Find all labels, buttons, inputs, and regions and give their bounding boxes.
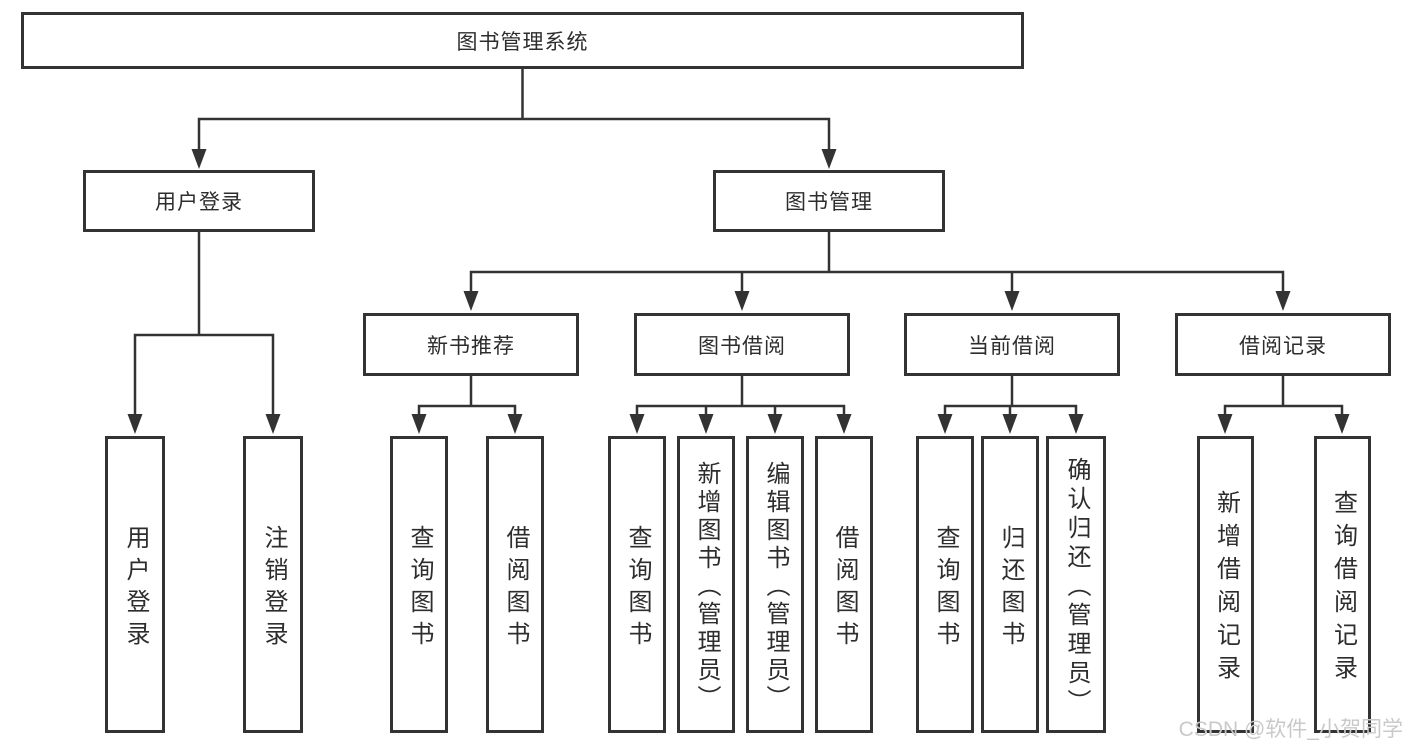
leaf-confirm-return-admin-label: 确认归还（管理员） <box>1063 456 1090 718</box>
leaf-logout: 注销登录 <box>243 436 303 733</box>
connector-root-to-level2 <box>197 67 831 154</box>
leaf-query-borrow-record: 查询借阅记录 <box>1314 436 1371 733</box>
leaf-user-login: 用户登录 <box>105 436 165 733</box>
node-borrow-records: 借阅记录 <box>1175 313 1391 376</box>
node-current-borrow-label: 当前借阅 <box>968 334 1056 358</box>
leaf-borrow-query-books-label: 查询图书 <box>624 524 651 653</box>
arrowheads-book-borrow-children <box>629 414 852 434</box>
leaf-edit-books-admin-label: 编辑图书（管理员） <box>762 460 789 713</box>
leaf-return-books-label: 归还图书 <box>997 524 1024 653</box>
leaf-current-query-books: 查询图书 <box>916 436 974 733</box>
leaf-borrow-books: 借阅图书 <box>815 436 873 733</box>
leaf-return-books: 归还图书 <box>981 436 1039 733</box>
leaf-add-books-admin-label: 新增图书（管理员） <box>693 460 720 713</box>
node-library-system-label: 图书管理系统 <box>456 30 589 54</box>
arrowheads-borrow-records-children <box>1217 414 1350 434</box>
node-library-system: 图书管理系统 <box>21 12 1024 69</box>
leaf-add-books-admin: 新增图书（管理员） <box>677 436 735 733</box>
connector-current-borrow-children <box>943 374 1078 419</box>
leaf-current-query-books-label: 查询图书 <box>932 524 959 653</box>
leaf-query-borrow-record-label: 查询借阅记录 <box>1329 490 1357 688</box>
connector-borrow-records-children <box>1223 374 1344 419</box>
node-user-login: 用户登录 <box>83 170 315 232</box>
leaf-recommend-query-books: 查询图书 <box>390 436 448 733</box>
node-book-management-label: 图书管理 <box>785 191 873 214</box>
leaf-borrow-query-books: 查询图书 <box>608 436 666 733</box>
leaf-borrow-books-label: 借阅图书 <box>831 524 858 653</box>
arrowheads-new-book-children <box>411 414 523 434</box>
node-new-book-recommend: 新书推荐 <box>363 313 579 376</box>
node-borrow-records-label: 借阅记录 <box>1239 334 1327 358</box>
connector-new-book-children <box>417 374 517 419</box>
connector-user-login-children <box>133 230 275 419</box>
arrowheads-current-borrow-children <box>937 414 1084 434</box>
node-user-login-label: 用户登录 <box>155 191 243 214</box>
leaf-confirm-return-admin: 确认归还（管理员） <box>1046 436 1106 733</box>
leaf-recommend-query-books-label: 查询图书 <box>406 524 433 653</box>
leaf-recommend-borrow-books-label: 借阅图书 <box>502 524 529 653</box>
connector-book-borrow-children <box>635 374 846 419</box>
leaf-add-borrow-record-label: 新增借阅记录 <box>1212 490 1240 688</box>
leaf-recommend-borrow-books: 借阅图书 <box>486 436 544 733</box>
leaf-edit-books-admin: 编辑图书（管理员） <box>746 436 804 733</box>
node-current-borrow: 当前借阅 <box>904 313 1120 376</box>
leaf-logout-label: 注销登录 <box>260 524 287 653</box>
connector-book-mgmt-children <box>469 230 1285 296</box>
node-book-borrow: 图书借阅 <box>634 313 850 376</box>
node-book-borrow-label: 图书借阅 <box>698 334 786 358</box>
arrowheads-level3 <box>463 291 1291 311</box>
node-book-management: 图书管理 <box>713 170 945 232</box>
arrowheads-user-login-children <box>127 414 281 434</box>
leaf-user-login-label: 用户登录 <box>122 524 149 653</box>
node-new-book-recommend-label: 新书推荐 <box>427 334 515 358</box>
watermark: CSDN @软件_小贺同学 <box>1178 718 1403 741</box>
leaf-add-borrow-record: 新增借阅记录 <box>1197 436 1254 733</box>
arrowheads-level2 <box>191 149 837 169</box>
